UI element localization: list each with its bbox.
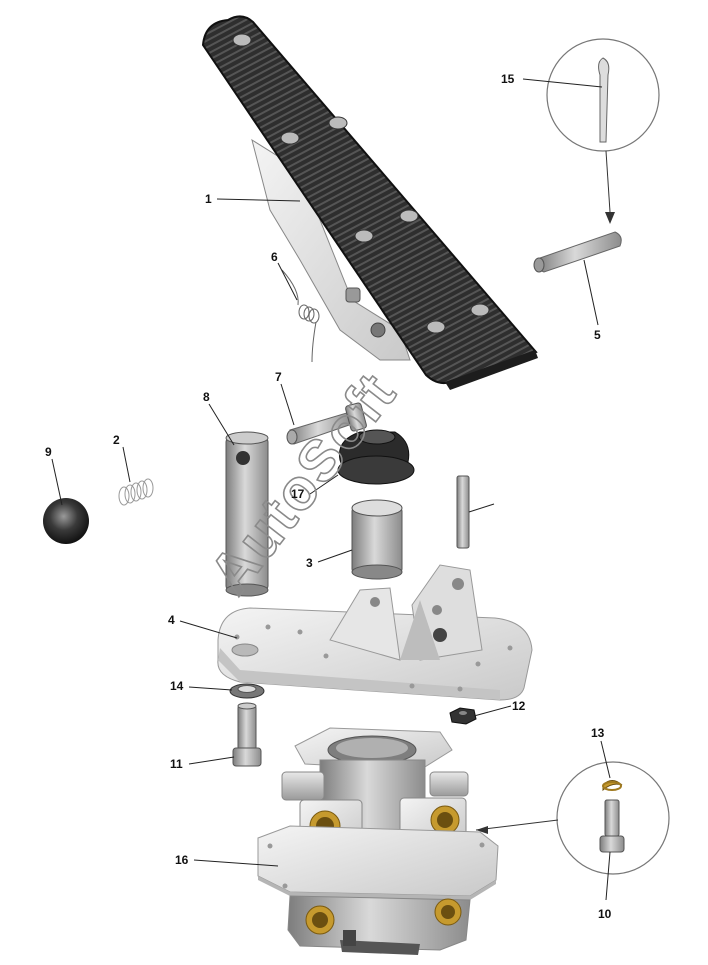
seal-washer-part — [229, 683, 265, 699]
callout-1: 1 — [205, 192, 212, 206]
callout-6: 6 — [271, 250, 278, 264]
callout-5: 5 — [594, 328, 601, 342]
plunger-rod-part — [225, 431, 269, 597]
callout-4: 4 — [168, 613, 175, 627]
steel-ball-part — [43, 498, 89, 544]
pedal-part — [201, 15, 538, 390]
callout-13: 13 — [591, 726, 605, 740]
callout-2: 2 — [113, 433, 120, 447]
torsion-spring-part — [281, 269, 320, 363]
rubber-boot-part — [337, 429, 415, 485]
callout-10: 10 — [598, 907, 612, 921]
callout-7: 7 — [275, 370, 282, 384]
callout-16: 16 — [175, 853, 189, 867]
cotter-pin-detail — [546, 38, 660, 224]
guide-sleeve-part — [351, 499, 403, 580]
callout-3: 3 — [306, 556, 313, 570]
pedal-screws — [232, 33, 490, 334]
threaded-stud-part — [456, 475, 470, 549]
hex-nut-part — [449, 707, 477, 725]
callout-14: 14 — [170, 679, 184, 693]
axle-pin-part — [533, 231, 622, 273]
callout-9: 9 — [45, 445, 52, 459]
valve-body-part — [257, 727, 499, 955]
callout-12: 12 — [512, 699, 526, 713]
callout-11: 11 — [170, 757, 183, 771]
mounting-plate-part — [217, 564, 533, 701]
callout-17: 17 — [291, 487, 305, 501]
hollow-bolt-part — [232, 702, 262, 767]
leader-lines — [51, 78, 611, 901]
callout-8: 8 — [203, 390, 210, 404]
callout-15: 15 — [501, 72, 515, 86]
callout-labels: 1 2 3 4 5 6 7 8 9 10 11 12 13 14 15 16 1… — [45, 72, 612, 921]
coil-spring-part — [118, 478, 154, 506]
screw-washer-detail — [475, 761, 670, 875]
pivot-bolt-part — [286, 402, 367, 445]
